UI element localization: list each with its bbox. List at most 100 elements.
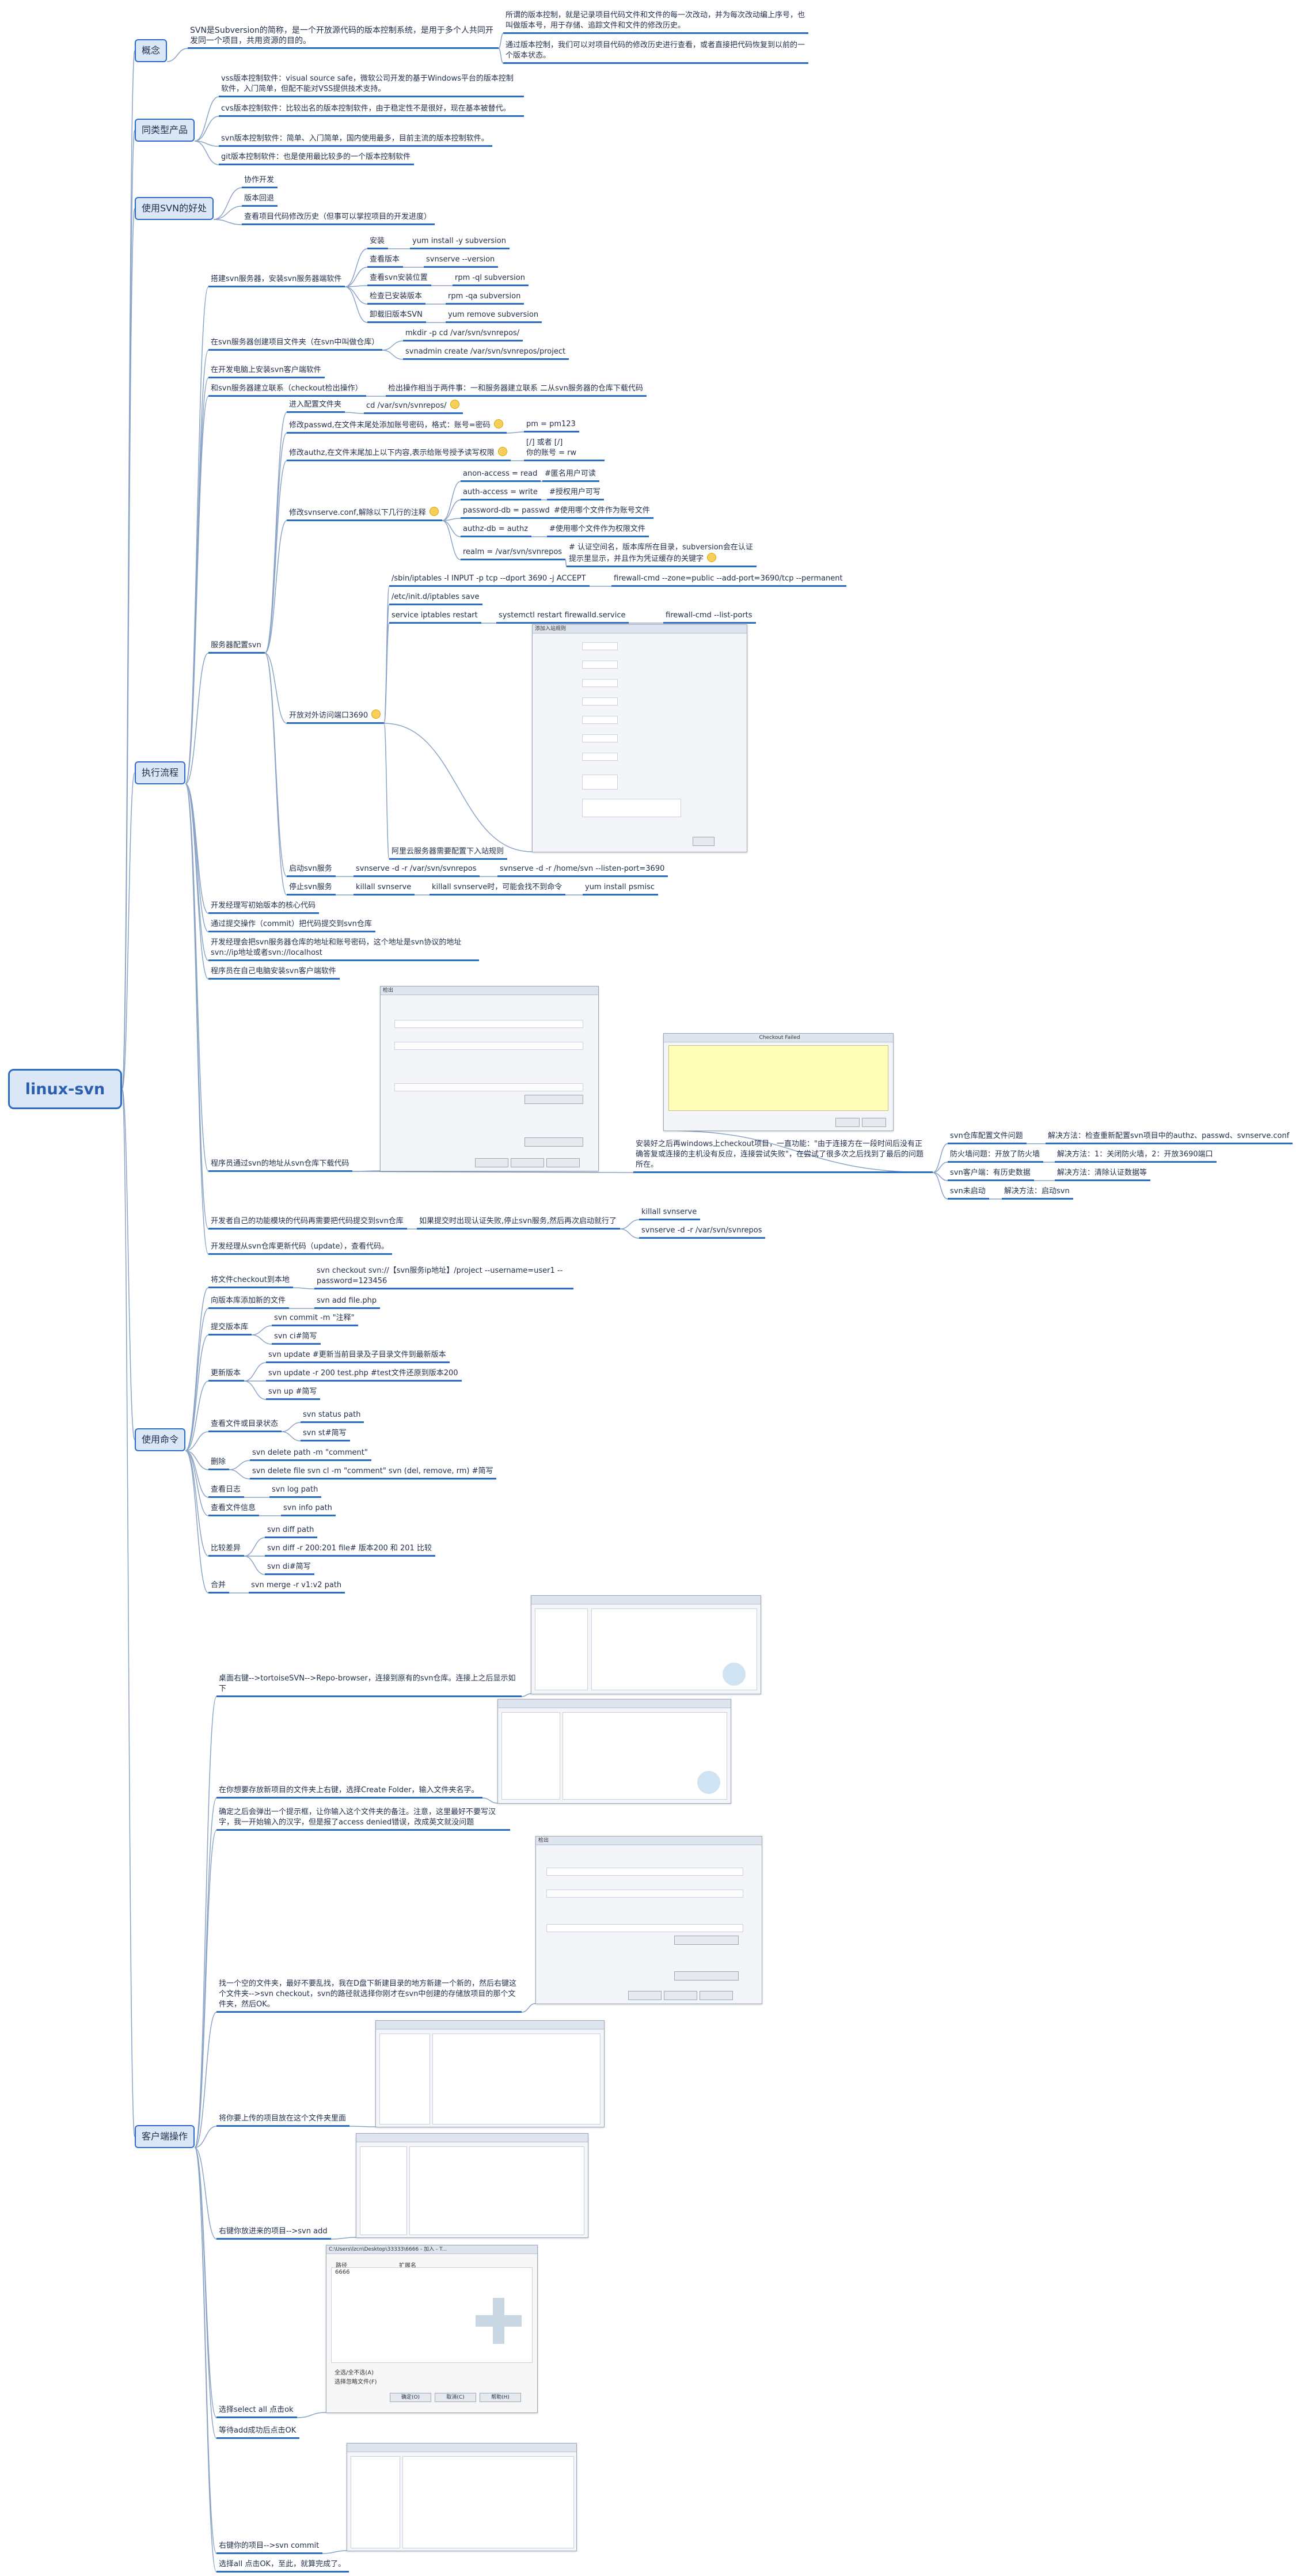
- svnserve-v-4: # 认证空间名，版本库所在目录，subversion会在认证提示里显示，并且作为…: [567, 542, 757, 567]
- connector-line: [244, 1537, 265, 1557]
- connector-line: [322, 2550, 347, 2554]
- connector-line: [185, 652, 209, 784]
- connector-line: [292, 1287, 315, 1289]
- connector-line: [620, 1228, 640, 1239]
- connector-line: [229, 1469, 250, 1479]
- cmd-v-3-2: svn up #简写: [266, 1387, 321, 1400]
- port-cloud: 阿里云服务器需要配置下入站规则: [389, 847, 508, 860]
- connector-line: [121, 1088, 135, 2137]
- add-help-button[interactable]: 帮助(H): [480, 2393, 521, 2402]
- branch-benefits[interactable]: 使用SVN的好处: [135, 197, 214, 220]
- cmd-v-3-1: svn update -r 200 test.php #test文件还原到版本2…: [266, 1368, 462, 1382]
- checkout-failed-screenshot: Checkout Failed: [663, 1033, 894, 1131]
- connector-line: [932, 1162, 948, 1173]
- add-ok-button[interactable]: 确定(O): [390, 2393, 431, 2402]
- update-step: 开发经理从svn仓库更新代码（update），查看代码。: [208, 1242, 393, 1255]
- branch-client[interactable]: 客户端操作: [135, 2125, 195, 2148]
- connector-line: [281, 1431, 301, 1441]
- cmd-v-5-1: svn delete file svn cl -m "comment" svn …: [250, 1466, 497, 1479]
- passwd-example: pm = pm123: [524, 419, 579, 433]
- cmd-k-4: 查看文件或目录状态: [208, 1419, 282, 1432]
- commit-own: 开发者自己的功能模块的代码再需要把代码提交到svn仓库: [208, 1216, 407, 1230]
- authz-example: [/] 或者 [/] 你的账号 = rw: [524, 438, 605, 461]
- cmd-k-1: 向版本库添加新的文件: [208, 1296, 290, 1309]
- cmd-k-5: 删除: [208, 1457, 230, 1470]
- authz-step: 修改authz,在文件末尾加上以下内容,表示给账号授予读写权限: [287, 447, 511, 461]
- add-check-ignore[interactable]: 选择忽略文件(F): [335, 2379, 377, 2385]
- connector-line: [194, 1830, 217, 2148]
- fix-k-3: svn未启动: [948, 1186, 989, 1200]
- cmd-k-8: 比较差异: [208, 1543, 245, 1557]
- connector-line: [498, 33, 504, 49]
- branch-concept[interactable]: 概念: [135, 39, 168, 62]
- cmd-k-6: 查看日志: [208, 1485, 245, 1498]
- similar-svn: svn版本控制软件：简单、入门简单，国内使用最多，目前主流的版本控制软件。: [219, 134, 492, 147]
- add-item: 6666: [335, 2269, 350, 2275]
- connector-line: [185, 1308, 209, 1451]
- kill-cmd-0: killall svnserve: [639, 1207, 701, 1220]
- connector-line: [185, 1450, 209, 1557]
- connector-line: [251, 1334, 272, 1345]
- fix-k-1: 防火墙问题：开放了防火墙: [948, 1149, 1044, 1163]
- branch-process[interactable]: 执行流程: [135, 761, 186, 784]
- root-node[interactable]: linux-svn: [8, 1069, 122, 1109]
- similar-git: git版本控制软件：也是使用最比较多的一个版本控制软件: [219, 152, 414, 165]
- cmd-v-8-0: svn diff path: [265, 1525, 318, 1538]
- install-v-2: rpm -ql subversion: [453, 273, 529, 286]
- port-v-3: firewall-cmd --list-ports: [663, 610, 756, 624]
- connector-line: [344, 286, 368, 305]
- connector-line: [185, 783, 209, 1172]
- idea-icon: [497, 447, 507, 456]
- inbound-rule-screenshot: 添加入站规则: [532, 624, 747, 852]
- connector-line: [251, 1325, 272, 1336]
- passwd-step: 修改passwd,在文件末尾处添加账号密码，格式：账号=密码: [287, 419, 507, 434]
- stop-cmd-1: killall svnserve时，可能会找不到命令: [430, 882, 566, 896]
- cmd-v-6-0: svn log path: [269, 1485, 322, 1498]
- connector-line: [264, 412, 287, 654]
- connector-line: [185, 1334, 209, 1451]
- repo-cmd-1: svnadmin create /var/svn/svnrepos/projec…: [403, 347, 569, 360]
- repo-title: 在svn服务器创建项目文件夹（在svn中叫做仓库）: [208, 337, 383, 351]
- benefit-collab: 协作开发: [242, 175, 278, 188]
- connector-line: [185, 1450, 209, 1516]
- cmd-v-4-0: svn status path: [301, 1410, 364, 1423]
- svnserve-v-3: #使用哪个文件作为权限文件: [547, 524, 649, 537]
- cmd-v-2-0: svn commit -m "注释": [272, 1313, 358, 1326]
- connector-line: [663, 1130, 933, 1173]
- connector-line: [185, 1380, 209, 1451]
- connector-line: [185, 1431, 209, 1451]
- checkout-note: 检出操作相当于两件事：一和服务器建立联系 二从svn服务器的仓库下载代码: [386, 384, 647, 397]
- checkout-dialog-screenshot: 检出: [380, 986, 599, 1171]
- svnserve-v-0: #匿名用户可读: [542, 469, 599, 482]
- connector-line: [352, 1171, 634, 1173]
- step-1: 通过提交操作（commit）把代码提交到svn仓库: [208, 919, 375, 932]
- connector-line: [185, 783, 209, 961]
- branch-similar-products[interactable]: 同类型产品: [135, 119, 195, 142]
- client-step-3: 找一个空的文件夹，最好不要乱找，我在D盘下新建目录的地方新建一个新的，然后右键这…: [216, 1979, 522, 2013]
- connector-line: [383, 723, 390, 860]
- cmd-v-1-0: svn add file.php: [314, 1296, 381, 1309]
- step-0: 开发经理写初始版本的核心代码: [208, 901, 320, 914]
- idea-icon: [493, 419, 503, 428]
- add-col-ext: 扩展名: [399, 2263, 416, 2269]
- connector-line: [382, 350, 404, 360]
- cmd-k-2: 提交版本库: [208, 1322, 252, 1336]
- client-step-8: 右键你的项目-->svn commit: [216, 2541, 323, 2554]
- branch-commands[interactable]: 使用命令: [135, 1428, 186, 1451]
- svnserve-k-0: anon-access = read: [461, 469, 541, 482]
- connector-line: [121, 208, 135, 1090]
- add-check-all[interactable]: 全选/全不选(A): [335, 2370, 374, 2376]
- connector-line: [297, 2412, 326, 2418]
- step-4: 程序员通过svn的地址从svn仓库下载代码: [208, 1159, 353, 1172]
- connector-line: [932, 1172, 948, 1200]
- connector-line: [442, 499, 461, 521]
- connector-line: [521, 2003, 536, 2013]
- install-k-3: 检查已安装版本: [367, 291, 426, 305]
- connector-line: [185, 396, 209, 784]
- connector-line: [194, 141, 219, 165]
- folder-screenshot: [375, 2020, 605, 2127]
- dialog-title: 添加入站规则: [533, 625, 747, 633]
- cmd-v-3-0: svn update #更新当前目录及子目录文件到最新版本: [266, 1350, 450, 1363]
- add-cancel-button[interactable]: 取消(C): [435, 2393, 476, 2402]
